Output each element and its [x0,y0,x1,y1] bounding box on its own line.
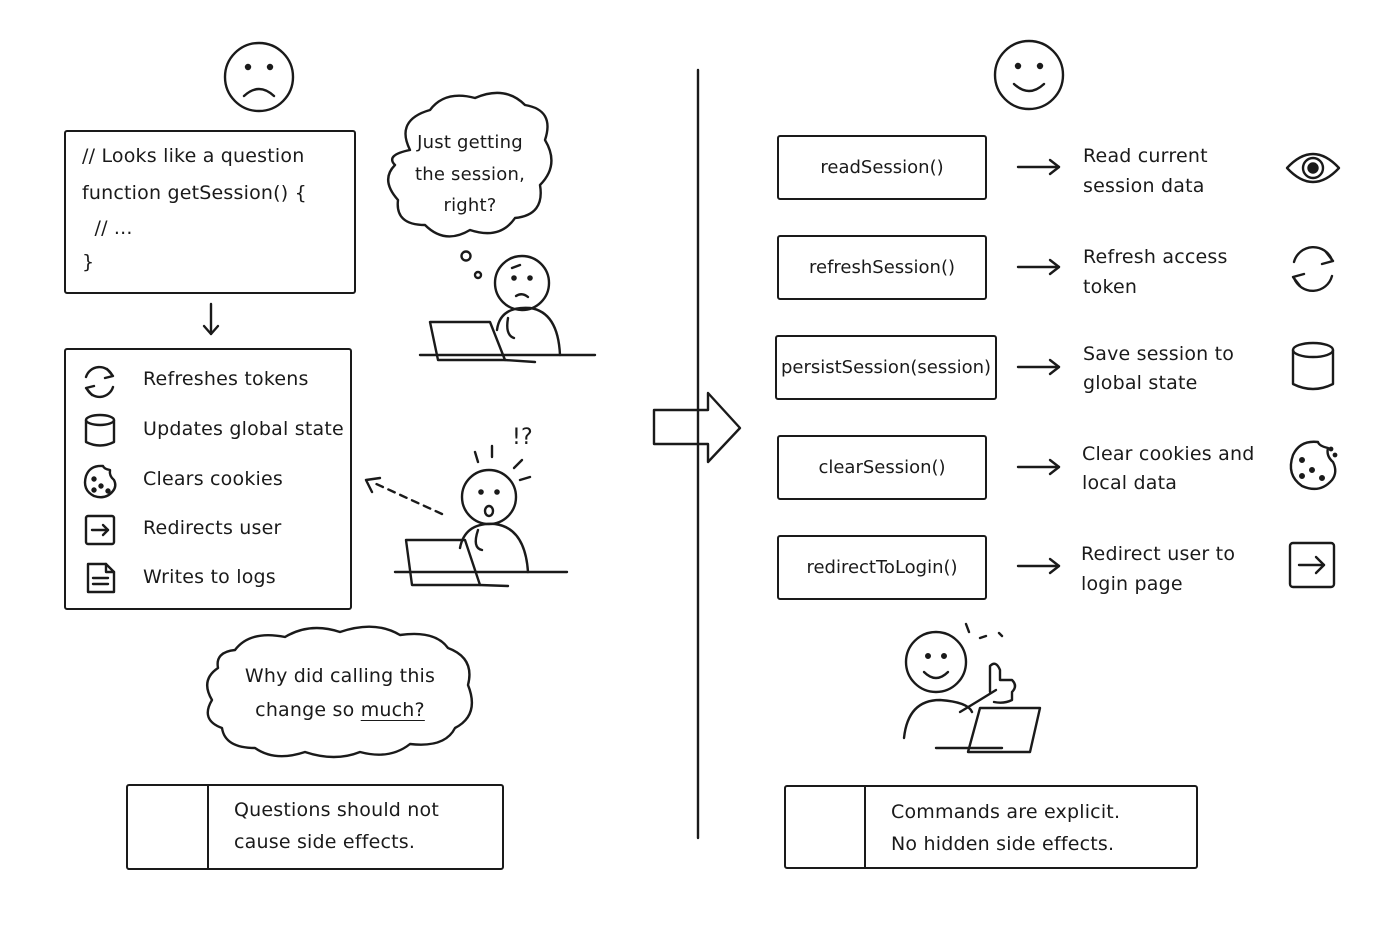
pondering-person [418,254,597,364]
speech-cloud [206,625,473,759]
happy-person-thumbs-up [902,622,1042,754]
redirect-icon-small [84,514,116,546]
command-desc-persist-2: global state [1083,372,1198,394]
command-desc-clear-1: Clear cookies and [1082,443,1255,465]
command-read-session: readSession() [777,135,987,200]
command-desc-redirect-2: login page [1081,573,1183,595]
right-verdict-line-2: No hidden side effects. [891,833,1115,855]
code-line-4: } [82,251,95,273]
command-redirect-to-login: redirectToLogin() [777,535,987,600]
refresh-icon [1291,245,1335,293]
left-verdict-line-2: cause side effects. [234,831,416,853]
left-verdict-divider [207,786,210,868]
document-icon [86,562,116,594]
right-verdict-box [784,785,1198,869]
right-verdict-divider [864,787,867,867]
speech-line-1: Why did calling this [244,665,436,687]
command-desc-refresh-1: Refresh access [1083,246,1228,268]
thought-bubble [387,91,553,280]
left-verdict-line-1: Questions should not [234,799,440,821]
eye-icon [1285,152,1341,184]
happy-face-icon [993,39,1065,111]
sad-face-icon [223,41,295,113]
database-icon [1291,341,1335,391]
effect-label-redirect: Redirects user [143,517,282,539]
command-desc-persist-1: Save session to [1083,343,1235,365]
code-line-3: // ... [82,217,133,239]
command-desc-read-2: session data [1083,175,1205,197]
right-verdict-line-1: Commands are explicit. [891,801,1121,823]
command-desc-redirect-1: Redirect user to [1081,543,1236,565]
surprised-person [393,444,569,588]
speech-emphasis: much? [360,699,425,721]
command-refresh-session: refreshSession() [777,235,987,300]
code-line-2: function getSession() { [82,182,307,204]
effect-label-refresh: Refreshes tokens [143,368,309,390]
effect-label-cookies: Clears cookies [143,468,283,490]
surprise-mark: !? [512,425,533,450]
command-desc-read-1: Read current [1083,145,1208,167]
cookie-icon-small [83,464,117,499]
big-right-arrow [652,391,742,464]
command-clear-session: clearSession() [777,435,987,500]
redirect-icon [1288,541,1336,589]
cookie-icon [1289,440,1338,491]
command-desc-clear-2: local data [1082,472,1178,494]
thought-line-2: the session, [414,164,525,185]
command-arrows [1016,158,1061,575]
effect-label-state: Updates global state [143,418,344,440]
speech-line-2-prefix: change so [255,699,361,721]
refresh-icon-small [84,365,115,399]
code-box [64,130,356,294]
down-arrow [202,302,220,336]
left-verdict-box [126,784,504,870]
command-desc-refresh-2: token [1083,276,1138,298]
dashed-arrow [364,476,444,516]
thought-line-3: right? [443,195,497,216]
thought-line-1: Just getting [417,132,523,153]
speech-line-2: change so much? [215,699,465,722]
command-persist-session: persistSession(session) [775,335,997,400]
database-icon-small [84,413,116,447]
side-effects-box [64,348,352,610]
code-line-1: // Looks like a question [82,145,305,167]
effect-label-logs: Writes to logs [143,566,276,588]
